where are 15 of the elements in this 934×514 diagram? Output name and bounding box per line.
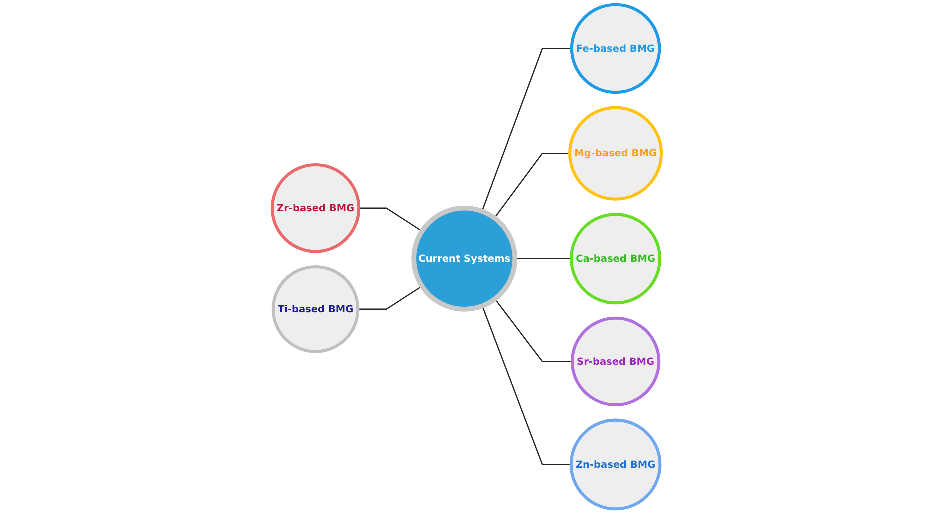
- node-circle: Fe-based BMG: [570, 3, 662, 94]
- node-circle: Ca-based BMG: [570, 213, 662, 305]
- connector: [515, 258, 572, 260]
- node-circle: Zr-based BMG: [270, 164, 361, 254]
- node-circle: Mg-based BMG: [568, 106, 664, 201]
- connector: [482, 48, 572, 212]
- connector: [358, 286, 423, 310]
- connector: [482, 306, 572, 466]
- connector: [494, 152, 570, 219]
- node-circle: Ti-based BMG: [272, 265, 360, 354]
- node-circle: Current Systems: [412, 206, 518, 312]
- node-circle: Zn-based BMG: [570, 418, 662, 511]
- connector: [359, 208, 423, 232]
- connector: [494, 298, 572, 362]
- node-circle: Sr-based BMG: [570, 316, 661, 407]
